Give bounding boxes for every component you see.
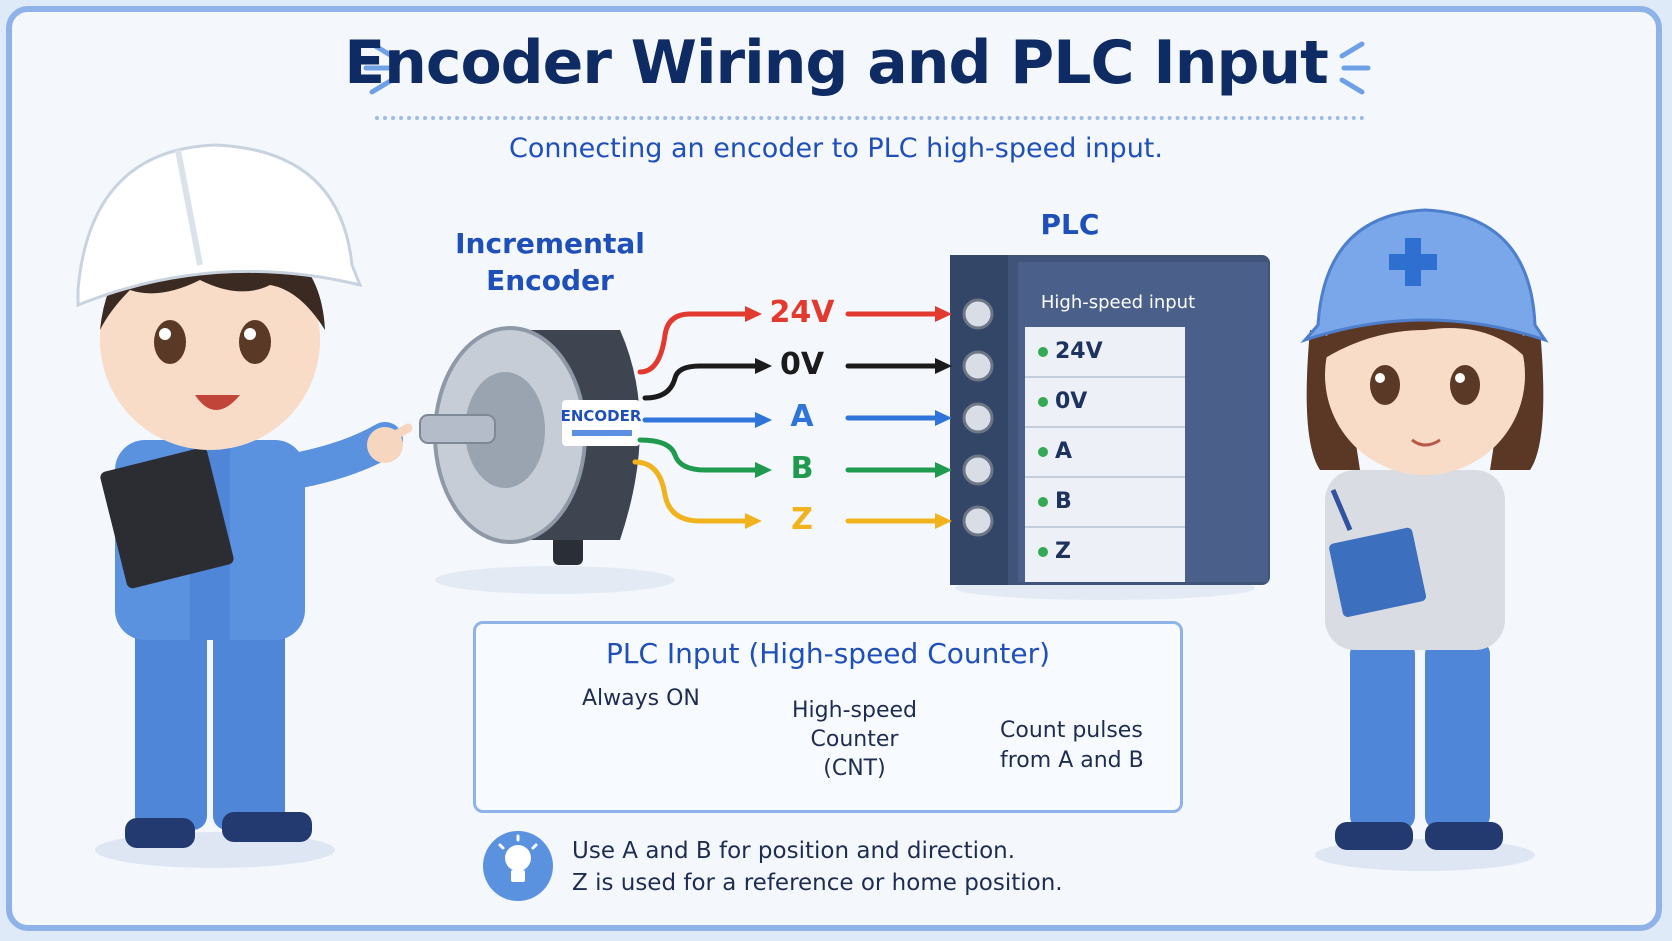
tip-line2: Z is used for a reference or home positi… [572, 870, 1063, 896]
plc-terminal-z: Z [1055, 539, 1071, 564]
arrow-b-right [935, 462, 952, 478]
plc-terminal-24v: 24V [1055, 339, 1103, 364]
plc-label: PLC [1040, 208, 1100, 241]
ladder-counter-box-text: High-speed Counter (CNT) [758, 696, 951, 783]
arrow-a-left [755, 412, 772, 428]
plc-terminal-dots [1038, 347, 1048, 557]
title-sparkle-left [363, 41, 395, 95]
counter-line2: Counter [810, 727, 899, 752]
arrow-24v-right [935, 306, 952, 322]
signal-label-0v: 0V [779, 347, 825, 382]
signal-label-z: Z [791, 502, 813, 537]
ladder-title: PLC Input (High-speed Counter) [605, 637, 1051, 670]
wire-24v-encoder-side [637, 311, 748, 375]
arrow-0v-left [755, 358, 772, 374]
arrow-0v-right [935, 358, 952, 374]
page-subtitle: Connecting an encoder to PLC high-speed … [509, 133, 1163, 164]
encoder-label: Incremental Encoder [440, 225, 660, 299]
right-worker-illustration [1300, 208, 1549, 871]
wire-0v-encoder-side [642, 363, 758, 401]
arrow-a-right [935, 410, 952, 426]
arrow-24v-left [745, 306, 762, 322]
ladder-note-line1: Count pulses [1000, 718, 1143, 743]
arrow-z-right [935, 513, 952, 529]
ladder-note: Count pulses from A and B [1000, 716, 1144, 776]
counter-line3: (CNT) [823, 756, 886, 781]
encoder-label-line1: Incremental [455, 227, 645, 260]
wire-z-encoder-side [632, 459, 748, 524]
title-divider [375, 116, 1365, 120]
encoder-illustration [419, 326, 675, 594]
arrow-z-left [745, 513, 762, 529]
lightbulb-icon [483, 831, 553, 901]
plc-terminal-a: A [1055, 439, 1073, 464]
signal-label-24v: 24V [769, 295, 835, 330]
encoder-badge-text: ENCODER [561, 407, 642, 425]
encoder-label-line2: Encoder [486, 264, 614, 297]
plc-terminal-0v: 0V [1055, 389, 1088, 414]
left-worker-illustration [76, 143, 413, 868]
arrow-b-left [755, 462, 772, 478]
signal-label-a: A [790, 399, 814, 434]
ladder-contact-label: Always ON [582, 686, 700, 711]
plc-terminal-b: B [1055, 489, 1072, 514]
plc-panel-title: High-speed input [1040, 292, 1196, 313]
ladder-panel [473, 621, 1183, 813]
ladder-note-line2: from A and B [1000, 748, 1144, 773]
plc-terminal-screws [962, 298, 994, 537]
tip-line1: Use A and B for position and direction. [572, 838, 1016, 864]
counter-line1: High-speed [792, 698, 917, 723]
plc-illustration [950, 255, 1270, 600]
title-sparkle-right [1339, 41, 1371, 95]
page-title: Encoder Wiring and PLC Input [344, 28, 1329, 98]
signal-label-b: B [790, 451, 814, 486]
wire-b-encoder-side [637, 437, 758, 473]
